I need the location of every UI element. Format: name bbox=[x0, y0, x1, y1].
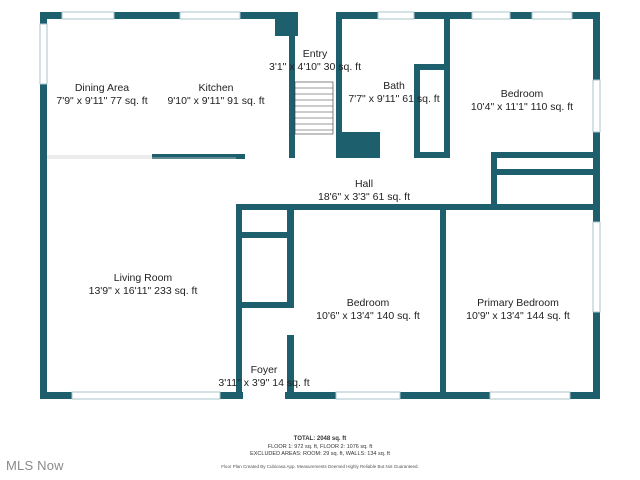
wall-bath-bedroom bbox=[444, 12, 450, 158]
room-name: Dining Area bbox=[74, 82, 130, 94]
staircase bbox=[294, 81, 334, 135]
room-label-bath: Bath 7'7" x 9'11" 61 sq. ft bbox=[348, 80, 439, 106]
wall-bedroom1-bottom bbox=[491, 152, 600, 158]
watermark: MLS Now bbox=[6, 458, 64, 473]
room-name: Bedroom bbox=[346, 297, 390, 309]
room-name: Bedroom bbox=[500, 88, 544, 100]
wall-stair-block bbox=[336, 132, 380, 158]
wall-kitchen-entry bbox=[289, 12, 295, 158]
room-dims: 10'6" x 13'4" 140 sq. ft bbox=[316, 310, 420, 322]
wall-closet2-right bbox=[287, 204, 294, 240]
window-bath-top bbox=[377, 11, 415, 20]
wall-foyer-left bbox=[236, 338, 242, 399]
room-label-hall: Hall 18'6" x 3'3" 61 sq. ft bbox=[318, 178, 410, 204]
wall-closet2-shelf2 bbox=[236, 302, 294, 308]
room-dims: 3'11" x 3'9" 14 sq. ft bbox=[218, 377, 310, 389]
windows bbox=[39, 11, 601, 400]
room-dims: 7'7" x 9'11" 61 sq. ft bbox=[348, 93, 440, 105]
room-name: Kitchen bbox=[198, 82, 234, 94]
window-bedroom1-top2 bbox=[531, 11, 573, 20]
room-label-bedroom2: Bedroom 10'6" x 13'4" 140 sq. ft bbox=[316, 297, 420, 323]
window-right-primary bbox=[592, 221, 601, 313]
floor-areas: FLOOR 1: 972 sq. ft, FLOOR 2: 1076 sq. f… bbox=[267, 444, 373, 450]
wall-left bbox=[40, 12, 47, 399]
room-label-dining: Dining Area 7'9" x 9'11" 77 sq. ft bbox=[56, 82, 147, 108]
thin-dividers bbox=[47, 155, 236, 159]
room-name: Bath bbox=[383, 80, 405, 92]
wall-bedroom2-primary bbox=[440, 204, 446, 399]
wall-hall-closet-mid bbox=[491, 169, 600, 175]
room-name: Living Room bbox=[113, 272, 173, 284]
excluded-areas: EXCLUDED AREAS: ROOM: 29 sq. ft, WALLS: … bbox=[250, 451, 390, 457]
room-label-entry: Entry 3'1" x 4'10" 30 sq. ft bbox=[269, 48, 361, 74]
room-dims: 10'9" x 13'4" 144 sq. ft bbox=[466, 310, 570, 322]
wall-top-right bbox=[336, 12, 600, 19]
room-label-primary: Primary Bedroom 10'9" x 13'4" 144 sq. ft bbox=[466, 297, 570, 323]
window-primary-bottom bbox=[489, 391, 571, 400]
wall-closet2-shelf1 bbox=[236, 232, 294, 238]
stairs bbox=[294, 81, 334, 135]
window-right-bedroom1 bbox=[592, 79, 601, 133]
room-dims: 9'10" x 9'11" 91 sq. ft bbox=[167, 95, 265, 107]
room-name: Primary Bedroom bbox=[477, 297, 559, 309]
wall-closet-bottom bbox=[414, 152, 450, 158]
room-name: Entry bbox=[302, 48, 328, 60]
entry-door-gap bbox=[300, 12, 332, 19]
room-dims: 13'9" x 16'11" 233 sq. ft bbox=[88, 285, 198, 297]
wall-closet-top bbox=[414, 64, 450, 70]
wall-hall-closet-left bbox=[491, 152, 497, 204]
room-name: Foyer bbox=[250, 364, 278, 376]
room-dims: 3'1" x 4'10" 30 sq. ft bbox=[268, 61, 362, 73]
wall-kitchen-bottom bbox=[152, 154, 245, 159]
disclaimer: Floor Plan Created By Cubicasa App. Meas… bbox=[221, 464, 419, 469]
total-area: TOTAL: 2048 sq. ft bbox=[293, 436, 347, 442]
room-name: Hall bbox=[354, 178, 374, 190]
room-label-bedroom1: Bedroom 10'4" x 11'1" 110 sq. ft bbox=[471, 88, 573, 114]
window-dining-top bbox=[61, 11, 115, 20]
window-kitchen-top bbox=[179, 11, 241, 20]
window-living-bottom bbox=[71, 391, 221, 400]
wall-closet2-left bbox=[236, 204, 242, 370]
room-dims: 7'9" x 9'11" 77 sq. ft bbox=[56, 95, 148, 107]
wall-bedroom2-left bbox=[287, 238, 294, 308]
room-label-living: Living Room 13'9" x 16'11" 233 sq. ft bbox=[89, 272, 198, 298]
window-bedroom2-bottom bbox=[335, 391, 401, 400]
window-left-upper bbox=[39, 23, 48, 85]
room-label-kitchen: Kitchen 9'10" x 9'11" 91 sq. ft bbox=[167, 82, 264, 108]
wall-closet-left bbox=[414, 64, 420, 158]
foyer-door-gap bbox=[243, 392, 285, 399]
wall-hall-bottom bbox=[236, 204, 600, 210]
wall-foyer-right bbox=[287, 335, 294, 399]
room-label-foyer: Foyer 3'11" x 3'9" 14 sq. ft bbox=[218, 364, 309, 390]
window-bedroom1-top bbox=[471, 11, 511, 20]
room-dims: 18'6" x 3'3" 61 sq. ft bbox=[317, 191, 411, 203]
room-dims: 10'4" x 11'1" 110 sq. ft bbox=[470, 101, 574, 113]
wall-top-left bbox=[40, 12, 298, 19]
openings bbox=[243, 12, 332, 399]
wall-entry-bath bbox=[336, 12, 342, 158]
